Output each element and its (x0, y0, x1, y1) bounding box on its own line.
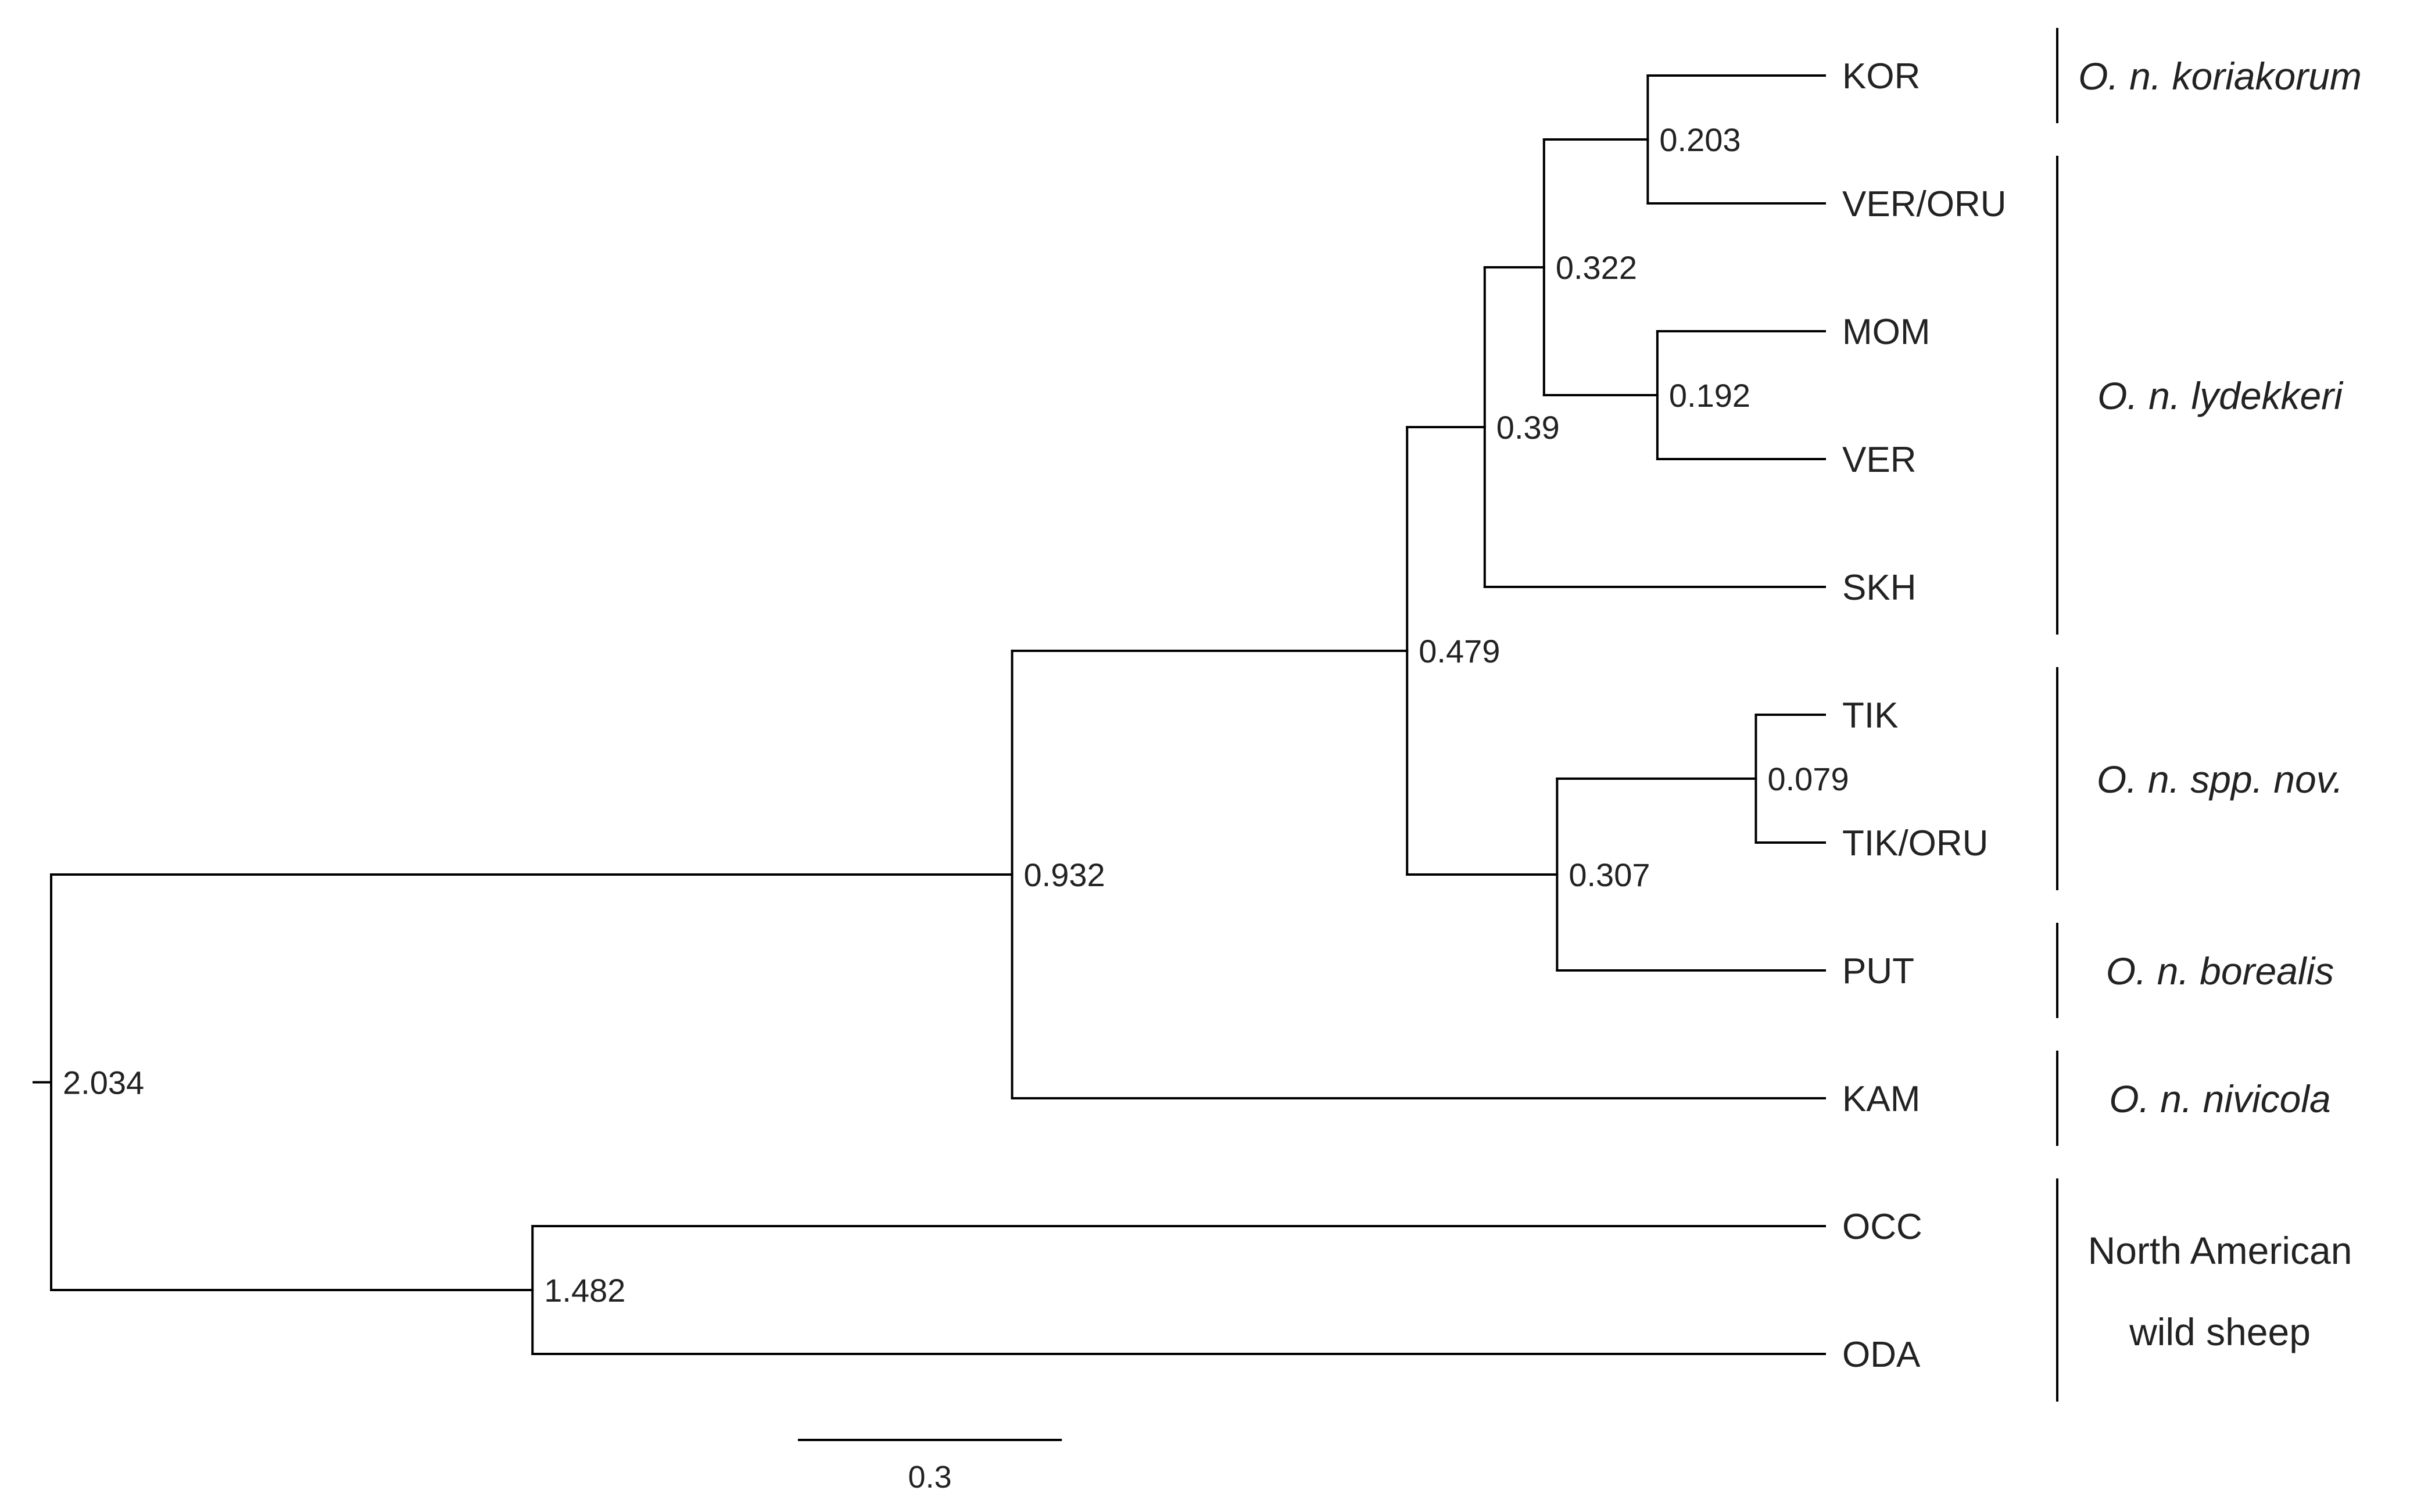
node-age-label: 1.482 (544, 1272, 625, 1309)
scale-bar: 0.3 (798, 1439, 1062, 1495)
group-label: O. n. nivicola (2109, 1077, 2331, 1120)
node-age-label: 0.203 (1659, 121, 1741, 158)
group-label: O. n. lydekkeri (2097, 374, 2344, 417)
taxon-label: SKH (1842, 568, 1916, 608)
taxon-label: KAM (1842, 1079, 1920, 1119)
taxon-label: MOM (1842, 312, 1931, 352)
taxon-label: VER (1842, 440, 1916, 480)
taxon-labels: KOR VER/ORU MOM VER SKH TIK TIK/ORU PUT KAM OCC OD… (1842, 56, 2006, 1375)
tree-branches (33, 74, 1826, 1355)
node-age-label: 0.322 (1556, 249, 1637, 286)
group-label: North American (2088, 1229, 2352, 1272)
taxon-label: KOR (1842, 56, 1920, 96)
node-age-label: 0.079 (1767, 761, 1849, 797)
group-label: O. n. spp. nov. (2097, 758, 2343, 801)
node-age-label: 0.39 (1496, 409, 1560, 446)
node-age-label: 0.307 (1569, 857, 1650, 893)
taxon-label: TIK/ORU (1842, 823, 1988, 864)
group-label: O. n. borealis (2106, 950, 2334, 993)
node-age-label: 0.192 (1669, 377, 1750, 414)
node-age-label: 2.034 (63, 1065, 144, 1101)
group-label: O. n. koriakorum (2078, 55, 2362, 98)
group-label: wild sheep (2129, 1310, 2311, 1353)
taxon-label: ODA (1842, 1335, 1921, 1375)
taxon-label: VER/ORU (1842, 184, 2006, 224)
taxon-label: TIK (1842, 696, 1898, 736)
taxon-label: PUT (1842, 951, 1914, 991)
scale-bar-label: 0.3 (908, 1460, 952, 1495)
node-age-label: 0.932 (1024, 857, 1105, 893)
taxon-label: OCC (1842, 1207, 1922, 1247)
node-age-label: 0.479 (1419, 633, 1500, 669)
group-brackets: O. n. koriakorum O. n. lydekkeri O. n. spp… (2056, 28, 2362, 1402)
node-age-labels: 2.034 1.482 0.932 0.479 0.39 0.322 0.203 0.192 0… (63, 121, 1849, 1309)
